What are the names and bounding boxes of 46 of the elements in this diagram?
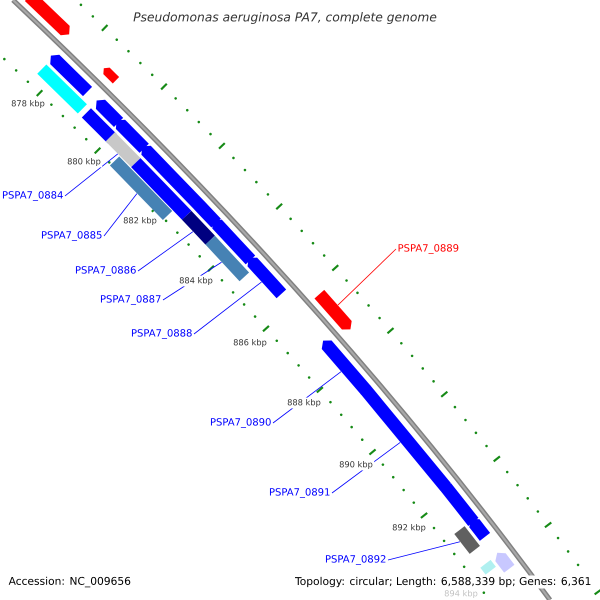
scale-label: 878 kbp [10,98,46,110]
gene-label: PSPA7_0885 [42,231,102,241]
leader-line [194,282,262,334]
gene-bar [322,340,372,395]
gene-bar [141,146,204,210]
gene-bar [106,132,140,168]
leader-line [138,231,194,272]
gene-bar [182,210,215,245]
scale-label: 884 kbp [178,276,214,286]
leader-line [104,193,138,236]
gene-bar [314,290,352,330]
gene-bar [194,200,221,228]
scale-label: 890 kbp [338,460,374,470]
scale-label: 892 kbp [390,522,428,534]
gene-bar [103,68,120,84]
scale-label: 894 kbp [442,588,480,600]
gene-label: PSPA7_0888 [132,329,192,339]
gene-label: PSPA7_0884 [2,191,63,201]
gene-label: PSPA7_0890 [210,418,271,428]
gene-label: PSPA7_0891 [270,488,330,498]
leader-line [338,248,396,306]
title: Pseudomonas aeruginosa PA7, complete genome [134,12,436,24]
gene-bar [96,100,124,128]
gene-bar [454,526,480,554]
gene-bar [360,385,451,492]
footer-text: Topology: circular; Length: 6,588,339 bp; Genes: 6,361 [294,576,593,588]
gene-label: PSPA7_0887 [100,295,161,305]
gene-bar [82,108,117,144]
scale-label: 888 kbp [286,398,322,408]
scale-label: 882 kbp [122,216,158,226]
leader-line [64,154,118,196]
gene-bar [116,120,149,153]
footer-text: Accession: NC_009656 [7,575,132,589]
gene-bar [50,54,92,96]
gene-bar [440,483,478,526]
gene-bar [24,0,70,36]
gene-bar [248,258,286,298]
gene-label: PSPA7_0889 [398,244,458,254]
gene-bar [480,560,496,575]
gene-label: PSPA7_0892 [326,555,386,565]
scale-label: 886 kbp [232,338,268,348]
gene-bar [469,518,490,541]
scale-label: 880 kbp [66,156,102,168]
gene-bar [495,552,514,573]
gene-label: PSPA7_0886 [76,266,136,276]
gene-bar [212,220,256,264]
